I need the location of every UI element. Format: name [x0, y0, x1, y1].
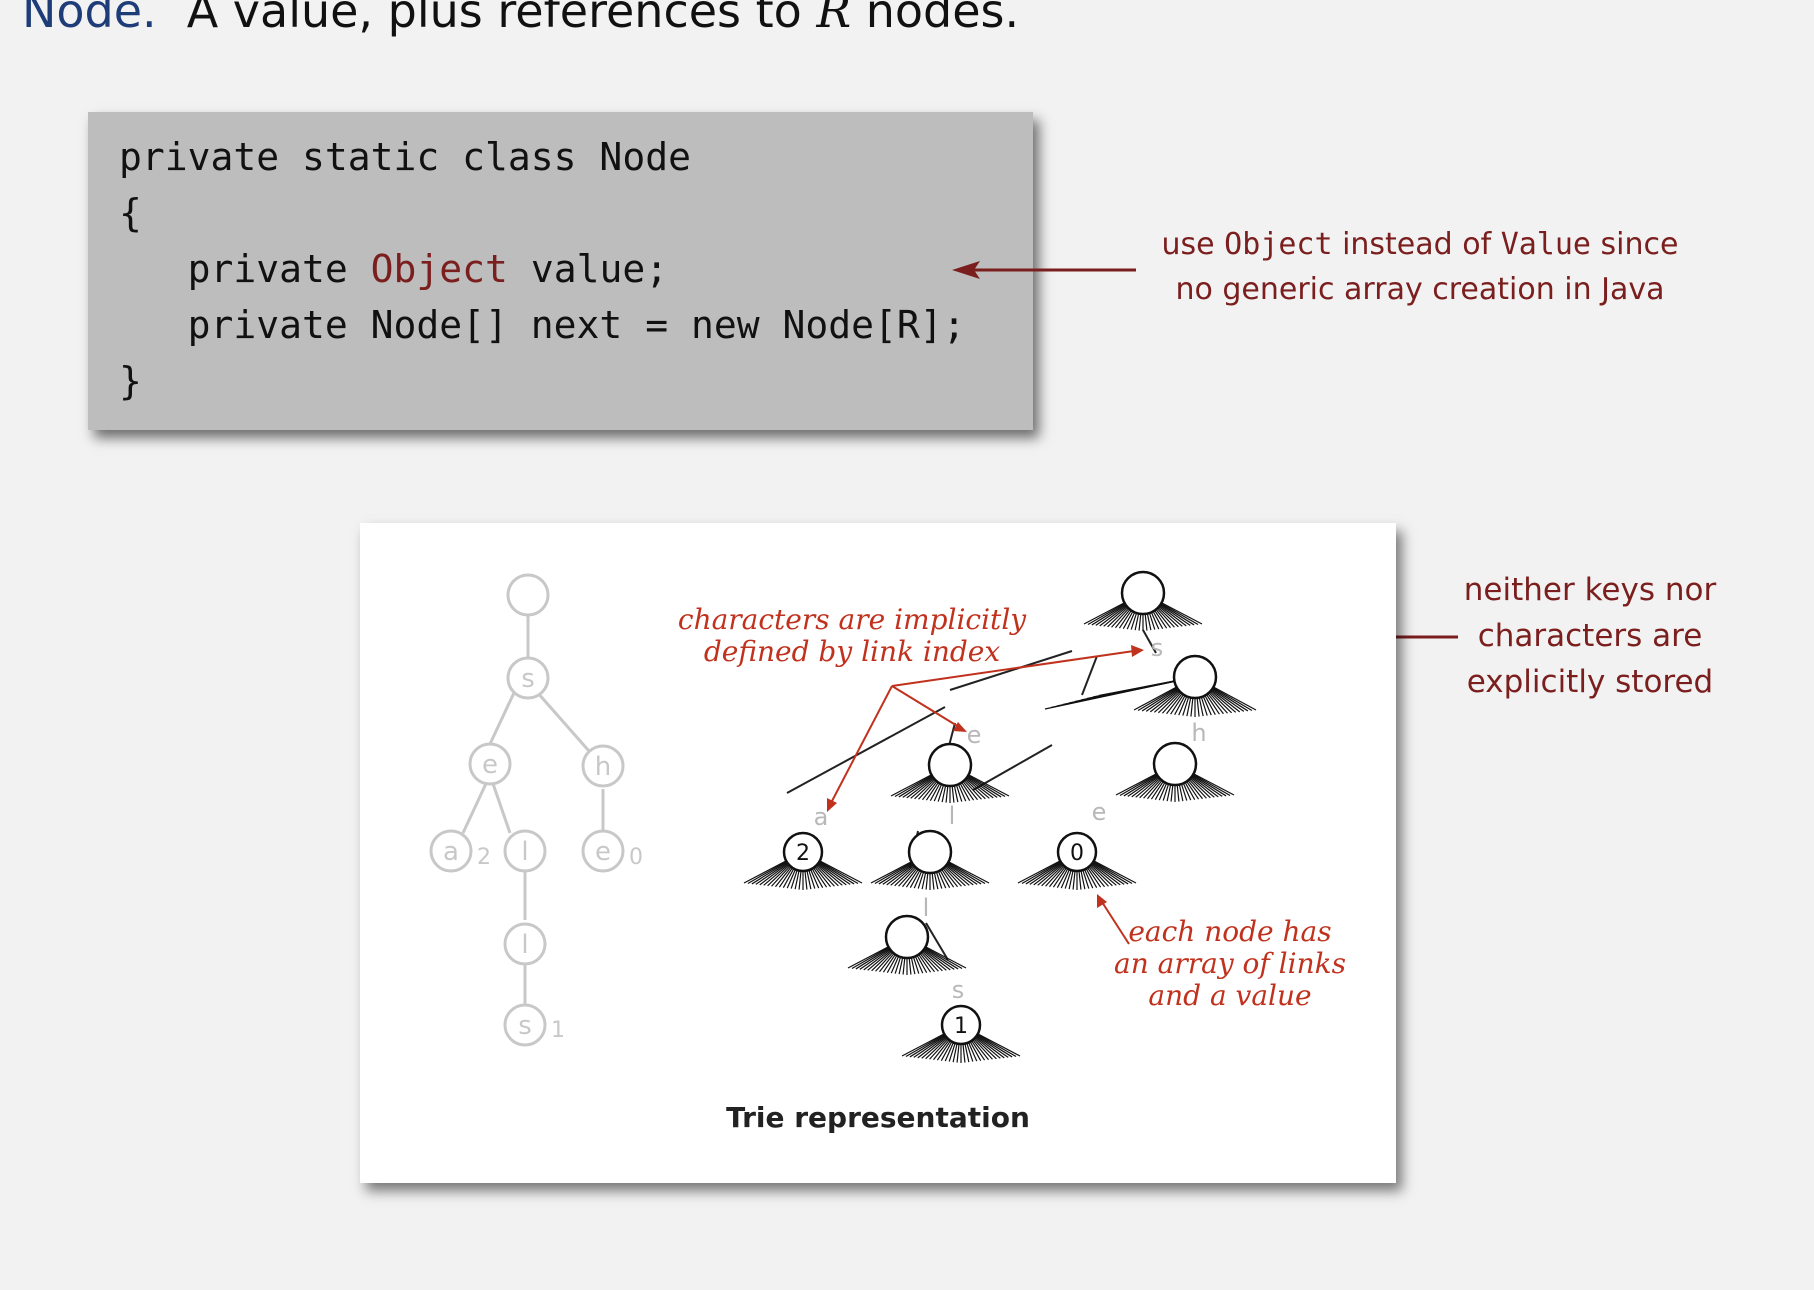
array-trie-link-labels: s e h a l e l s: [814, 634, 1207, 1004]
code-line-3: private Object value;: [119, 250, 668, 288]
code-line-5: }: [119, 359, 142, 403]
ghost-label-s: s: [521, 664, 535, 694]
link-label-e2: e: [1092, 798, 1107, 826]
trie-node-a: [782, 831, 824, 873]
object-note-code2: Value: [1500, 227, 1591, 262]
array-trie-values: 2 0 1: [796, 841, 1084, 1039]
link-fan-s: [1044, 676, 1257, 717]
ghost-node-a: [429, 829, 473, 873]
link-index-annotation-line-1: characters are implicitly: [678, 603, 1027, 636]
ghost-root-node: [506, 573, 550, 617]
ghost-value-s: 1: [551, 1018, 565, 1043]
link-label-a: a: [814, 803, 829, 831]
trie-node-l: [907, 829, 953, 875]
node-annotation-line-3: and a value: [1148, 979, 1311, 1012]
ghost-value-e: 0: [629, 845, 643, 870]
figure-caption: Trie representation: [726, 1101, 1030, 1134]
ghost-node-e2: [581, 829, 625, 873]
ghost-node-l1: [503, 829, 547, 873]
trie-value-a: 2: [796, 841, 810, 866]
node-annotation-line-2: an array of links: [1114, 947, 1346, 980]
code-line-1: private static class Node: [119, 135, 691, 179]
ghost-node-l2: [503, 922, 547, 966]
ghost-label-a: a: [443, 837, 459, 867]
ghost-label-h: h: [595, 752, 611, 782]
ghost-value-a: 2: [477, 845, 491, 870]
trie-figure: s e h a l e l s 2 0 1 s e: [360, 523, 1396, 1183]
link-label-h: h: [1191, 719, 1206, 747]
ghost-node-s2: [503, 1003, 547, 1047]
ghost-label-l1: l: [521, 837, 528, 867]
trie-node-s: [1172, 654, 1218, 700]
trie-node-s2: [940, 1004, 982, 1046]
object-note-part2: instead of: [1332, 227, 1501, 262]
ghost-label-l2: l: [521, 930, 528, 960]
storage-note: neither keys nor characters are explicit…: [1440, 567, 1740, 705]
ghost-trie-labels: s e h a l e l s: [443, 664, 611, 1041]
link-index-annotation-line-2: defined by link index: [704, 635, 1001, 668]
slide-heading: Node. A value, plus references to R nodes…: [22, 0, 1019, 39]
array-trie-nodes: [782, 570, 1218, 1046]
link-label-l: l: [949, 802, 956, 830]
heading-term: Node.: [22, 0, 157, 38]
link-label-s2: s: [952, 976, 965, 1004]
object-note-line-2: no generic array creation in Java: [1175, 272, 1665, 307]
storage-note-line-2: characters are: [1477, 618, 1703, 654]
object-note-line-1: use Object instead of Value since: [1140, 222, 1700, 267]
annotation-arrows: [830, 650, 1135, 945]
trie-node-h: [1152, 741, 1198, 787]
code-line-3-pre: private: [119, 247, 371, 291]
object-note-part3: since: [1591, 227, 1679, 262]
ghost-node-s: [506, 656, 550, 700]
object-note-code1: Object: [1224, 227, 1333, 262]
trie-node-e2: [1056, 831, 1098, 873]
annotation-arrowheads: [827, 645, 1144, 908]
code-line-2: {: [119, 191, 142, 235]
node-annotation: each node has an array of links and a va…: [1114, 915, 1346, 1012]
heading-text-after: nodes.: [851, 0, 1020, 38]
object-note-part1: use: [1161, 227, 1225, 262]
ghost-node-e: [468, 742, 512, 786]
storage-note-line-3: explicitly stored: [1466, 664, 1714, 700]
trie-node-e: [927, 742, 973, 788]
heading-variable: R: [816, 0, 852, 38]
code-object-type: Object: [370, 247, 508, 291]
code-line-3-post: value;: [507, 247, 669, 291]
trie-diagram: s e h a l e l s 2 0 1 s e: [429, 570, 1346, 1063]
ghost-label-s2: s: [518, 1011, 532, 1041]
ghost-trie-values: 2 0 1: [477, 845, 643, 1043]
ghost-trie-nodes: [429, 573, 625, 1047]
ghost-node-h: [581, 744, 625, 788]
link-label-s: s: [1151, 634, 1164, 662]
ghost-label-e2: e: [595, 837, 611, 867]
link-index-annotation: characters are implicitly defined by lin…: [678, 603, 1027, 668]
object-note: use Object instead of Value since no gen…: [1140, 222, 1700, 312]
trie-value-e: 0: [1070, 841, 1084, 866]
link-label-l2: l: [923, 894, 930, 922]
node-annotation-line-1: each node has: [1128, 915, 1331, 948]
code-block: private static class Node { private Obje…: [88, 112, 1033, 430]
link-label-e: e: [967, 721, 982, 749]
trie-value-s: 1: [954, 1014, 968, 1039]
code-line-4: private Node[] next = new Node[R];: [119, 303, 966, 347]
trie-root-node: [1120, 570, 1166, 616]
array-trie-edges: [786, 629, 1157, 961]
storage-note-line-1: neither keys nor: [1463, 572, 1717, 608]
trie-node-l2: [884, 914, 930, 960]
object-note-arrowhead: [952, 261, 980, 279]
ghost-label-e: e: [482, 750, 498, 780]
heading-text-before: A value, plus references to: [186, 0, 817, 38]
